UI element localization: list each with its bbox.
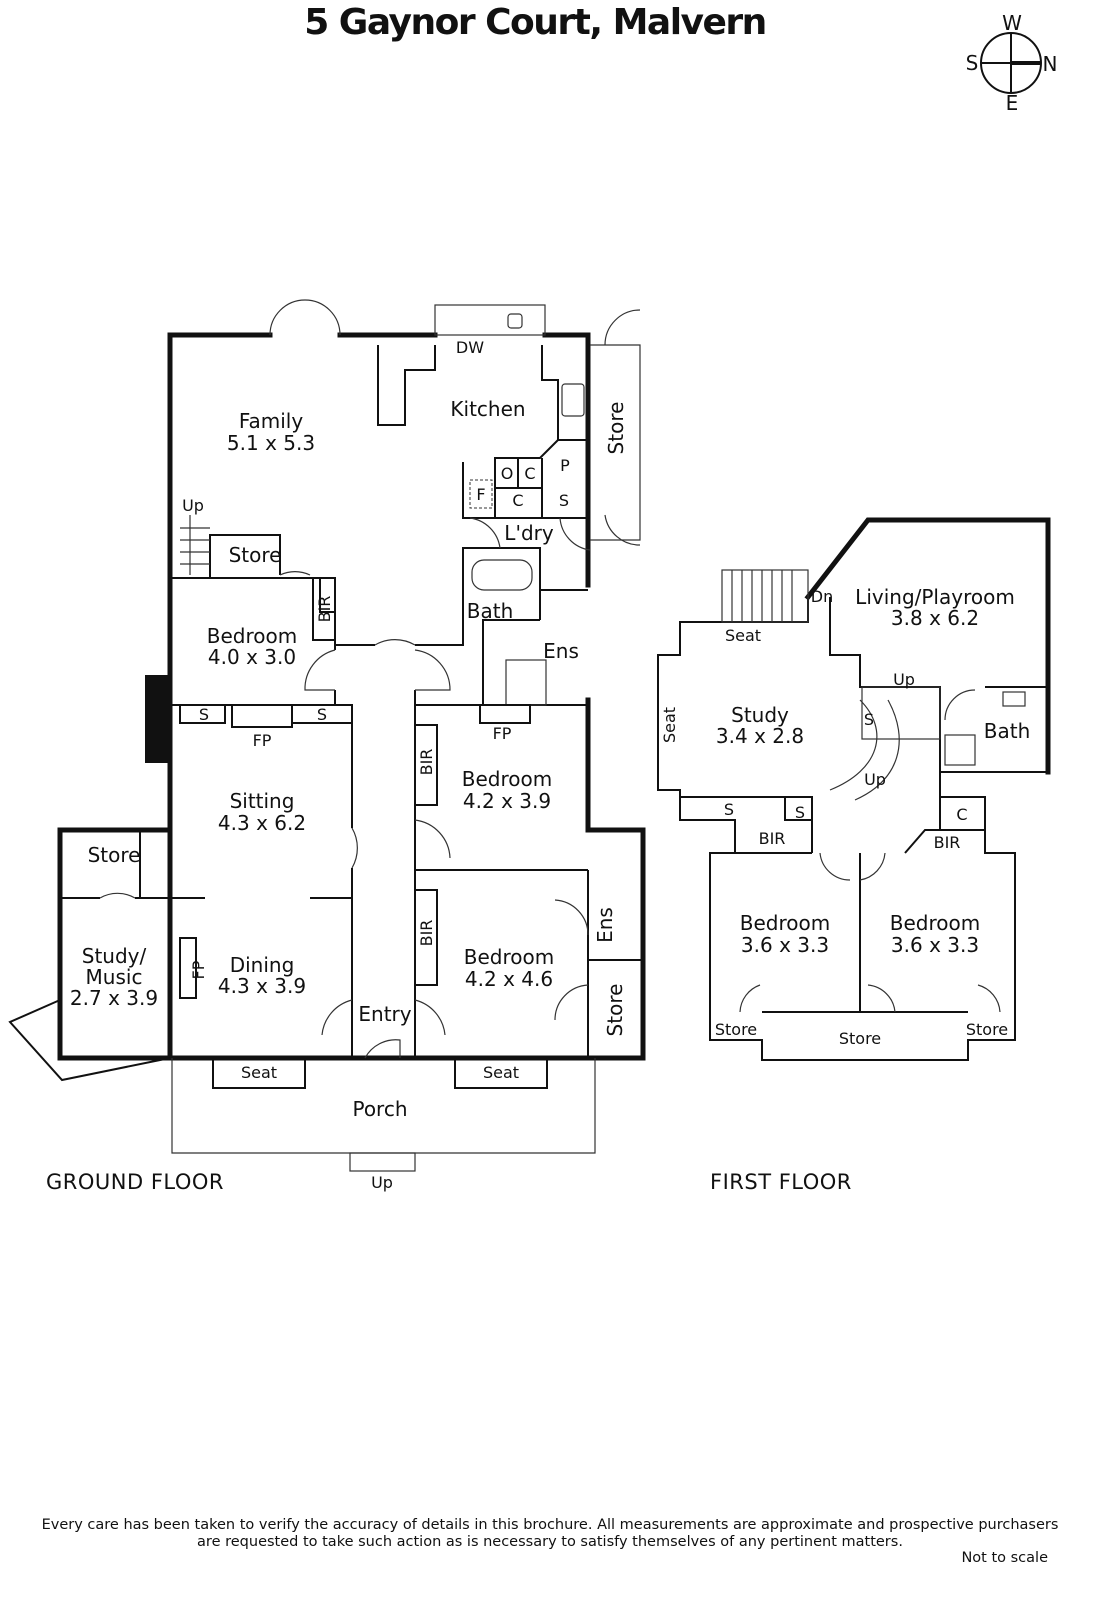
svg-text:N: N bbox=[1043, 52, 1058, 76]
svg-text:S: S bbox=[966, 51, 979, 75]
not-to-scale-note: Not to scale bbox=[961, 1550, 1048, 1566]
svg-text:W: W bbox=[1002, 11, 1022, 35]
svg-text:3.4 x 2.8: 3.4 x 2.8 bbox=[716, 724, 804, 748]
room-bedroom-first-1: Bedroom bbox=[740, 911, 830, 935]
svg-text:Up: Up bbox=[371, 1173, 393, 1192]
svg-text:4.2 x 3.9: 4.2 x 3.9 bbox=[463, 789, 551, 813]
ground-floor-labels: Family 5.1 x 5.3 Kitchen DW Store O C P … bbox=[46, 338, 628, 1194]
room-bath-first: Bath bbox=[984, 719, 1031, 743]
svg-text:Music: Music bbox=[86, 965, 143, 989]
svg-text:Seat: Seat bbox=[660, 707, 679, 743]
svg-text:Store: Store bbox=[88, 843, 141, 867]
svg-text:C: C bbox=[956, 805, 967, 824]
svg-text:4.3 x 3.9: 4.3 x 3.9 bbox=[218, 974, 306, 998]
svg-text:Store: Store bbox=[603, 984, 627, 1037]
compass-icon: W S N E bbox=[966, 11, 1058, 115]
svg-text:Up: Up bbox=[864, 770, 886, 789]
porch: Porch bbox=[352, 1097, 407, 1121]
room-dining: Dining bbox=[230, 953, 295, 977]
svg-text:Store: Store bbox=[229, 543, 282, 567]
svg-text:BIR: BIR bbox=[934, 833, 961, 852]
svg-text:BIR: BIR bbox=[417, 920, 436, 947]
svg-text:F: F bbox=[476, 485, 485, 504]
svg-text:Seat: Seat bbox=[483, 1063, 519, 1082]
svg-text:Dn: Dn bbox=[811, 587, 833, 606]
disclaimer: Every care has been taken to verify the … bbox=[0, 1517, 1100, 1551]
first-floor-labels: Dn Living/Playroom 3.8 x 6.2 Seat Seat S… bbox=[660, 585, 1030, 1194]
svg-text:S: S bbox=[795, 803, 805, 822]
svg-text:E: E bbox=[1006, 91, 1019, 115]
room-entry: Entry bbox=[358, 1002, 411, 1026]
svg-text:P: P bbox=[560, 456, 570, 475]
disclaimer-line: Every care has been taken to verify the … bbox=[41, 1517, 1059, 1533]
svg-text:3.6 x 3.3: 3.6 x 3.3 bbox=[891, 933, 979, 957]
svg-text:C: C bbox=[524, 464, 535, 483]
room-living-playroom: Living/Playroom bbox=[855, 585, 1015, 609]
svg-text:Store: Store bbox=[966, 1020, 1008, 1039]
disclaimer-line: are requested to take such action as is … bbox=[197, 1534, 903, 1550]
room-sitting: Sitting bbox=[230, 789, 295, 813]
svg-text:Up: Up bbox=[182, 496, 204, 515]
svg-text:Ens: Ens bbox=[593, 907, 617, 943]
svg-text:2.7 x 3.9: 2.7 x 3.9 bbox=[70, 986, 158, 1010]
svg-text:S: S bbox=[317, 705, 327, 724]
page-title: 5 Gaynor Court, Malvern bbox=[304, 2, 767, 43]
svg-text:O: O bbox=[501, 464, 514, 483]
first-floor-walls bbox=[657, 517, 1051, 1061]
room-bath: Bath bbox=[467, 599, 514, 623]
svg-text:5.1 x 5.3: 5.1 x 5.3 bbox=[227, 431, 315, 455]
svg-text:4.2 x 4.6: 4.2 x 4.6 bbox=[465, 967, 553, 991]
svg-text:Up: Up bbox=[893, 670, 915, 689]
svg-text:Seat: Seat bbox=[241, 1063, 277, 1082]
svg-text:BIR: BIR bbox=[759, 829, 786, 848]
svg-text:Store: Store bbox=[604, 402, 628, 455]
svg-text:3.8 x 6.2: 3.8 x 6.2 bbox=[891, 606, 979, 630]
room-family: Family bbox=[239, 409, 304, 433]
svg-text:3.6 x 3.3: 3.6 x 3.3 bbox=[741, 933, 829, 957]
ground-floor-walls bbox=[8, 299, 646, 1172]
svg-text:Seat: Seat bbox=[725, 626, 761, 645]
svg-text:FP: FP bbox=[253, 731, 272, 750]
room-study-music: Study/ bbox=[82, 944, 147, 968]
svg-text:FP: FP bbox=[493, 724, 512, 743]
svg-text:Store: Store bbox=[715, 1020, 757, 1039]
svg-text:Store: Store bbox=[839, 1029, 881, 1048]
svg-text:FP: FP bbox=[189, 960, 208, 979]
first-floor-label: FIRST FLOOR bbox=[710, 1170, 852, 1194]
svg-text:S: S bbox=[199, 705, 209, 724]
svg-text:4.0 x 3.0: 4.0 x 3.0 bbox=[208, 645, 296, 669]
svg-text:BIR: BIR bbox=[417, 749, 436, 776]
svg-text:S: S bbox=[559, 491, 569, 510]
room-bedroom-3: Bedroom bbox=[464, 945, 554, 969]
room-laundry: L'dry bbox=[504, 521, 554, 545]
room-bedroom-2: Bedroom bbox=[462, 767, 552, 791]
svg-text:C: C bbox=[512, 491, 523, 510]
room-kitchen: Kitchen bbox=[450, 397, 525, 421]
room-bedroom-1: Bedroom bbox=[207, 624, 297, 648]
svg-text:Ens: Ens bbox=[543, 639, 579, 663]
room-study-first: Study bbox=[731, 703, 789, 727]
room-bedroom-first-2: Bedroom bbox=[890, 911, 980, 935]
svg-text:S: S bbox=[724, 800, 734, 819]
svg-text:S: S bbox=[864, 710, 874, 729]
ground-floor-label: GROUND FLOOR bbox=[46, 1170, 224, 1194]
svg-text:4.3 x 6.2: 4.3 x 6.2 bbox=[218, 811, 306, 835]
svg-text:BIR: BIR bbox=[315, 596, 334, 623]
svg-text:DW: DW bbox=[456, 338, 484, 357]
